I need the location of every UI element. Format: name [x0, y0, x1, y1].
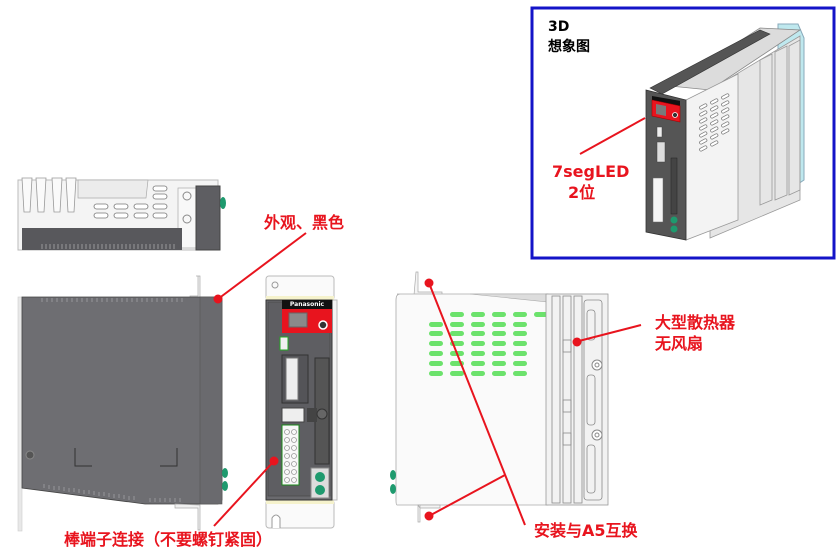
- front-panel-brand: Panasonic: [289, 301, 325, 308]
- heatsink-leader-dot: [572, 337, 582, 347]
- led-label-line2: 2位: [568, 183, 596, 202]
- mount-leader-dot-bottom: [424, 511, 434, 521]
- right-side-view: [390, 271, 609, 523]
- terminal-leader-dot: [269, 456, 279, 466]
- inset-title-line1: 3D: [548, 19, 570, 35]
- front-view: [265, 275, 338, 529]
- mounting-label: 安装与A5互换: [534, 521, 638, 540]
- inset-title-line2: 想象图: [548, 39, 590, 55]
- heatsink-leader-line: [574, 324, 642, 343]
- appearance-leader-line: [217, 232, 307, 300]
- heatsink-label-line2: 无风扇: [655, 334, 704, 353]
- appearance-leader-dot: [213, 294, 223, 304]
- mount-leader-dot-top: [424, 278, 434, 288]
- appearance-label: 外观、黑色: [264, 213, 345, 232]
- terminal-leader-line: [213, 460, 275, 527]
- terminal-label: 棒端子连接（不要螺钉紧固）: [64, 530, 273, 549]
- led-leader-line: [579, 117, 646, 155]
- mount-leader-line-top: [428, 282, 526, 526]
- top-view: [17, 177, 226, 251]
- mount-leader-line-bottom: [428, 474, 506, 517]
- inset-3d-view: [530, 6, 836, 260]
- heatsink-label-line1: 大型散热器: [655, 313, 736, 332]
- annotation-lines: [213, 117, 646, 527]
- left-side-view: [17, 275, 228, 532]
- led-label-line1: 7segLED: [552, 162, 630, 181]
